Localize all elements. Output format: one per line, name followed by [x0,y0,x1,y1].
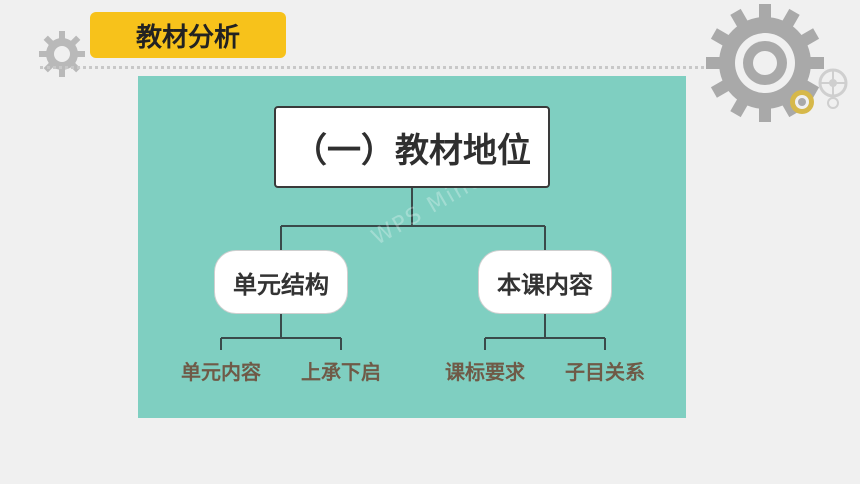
medium-gear-icon [790,90,814,114]
branch-node-unit-structure: 单元结构 [214,250,348,314]
branch-node-label: 单元结构 [233,270,329,299]
section-title-badge: 教材分析 [90,12,286,58]
root-node: （一）教材地位 [274,106,550,188]
mindmap-panel: WPS Mind （一）教材地位 单元结构 本课内容 单元内容 上承下启 课标要… [138,76,686,418]
leaf-curriculum-requirements: 课标要求 [445,360,525,384]
branch-node-lesson-content: 本课内容 [478,250,612,314]
leaf-subsection-relations: 子目关系 [565,360,645,384]
header-divider [40,66,740,69]
tiny-gear-icon-2 [827,97,839,109]
section-title: 教材分析 [135,22,240,53]
leaf-connect-previous-next: 上承下启 [301,360,381,384]
root-node-label: （一）教材地位 [293,130,531,171]
connector-lines [220,188,606,350]
leaf-unit-content: 单元内容 [181,360,261,384]
small-gear-icon [39,31,85,77]
large-gear-icon [706,4,824,122]
branch-node-label: 本课内容 [497,270,593,299]
tiny-gear-icon [818,68,848,98]
